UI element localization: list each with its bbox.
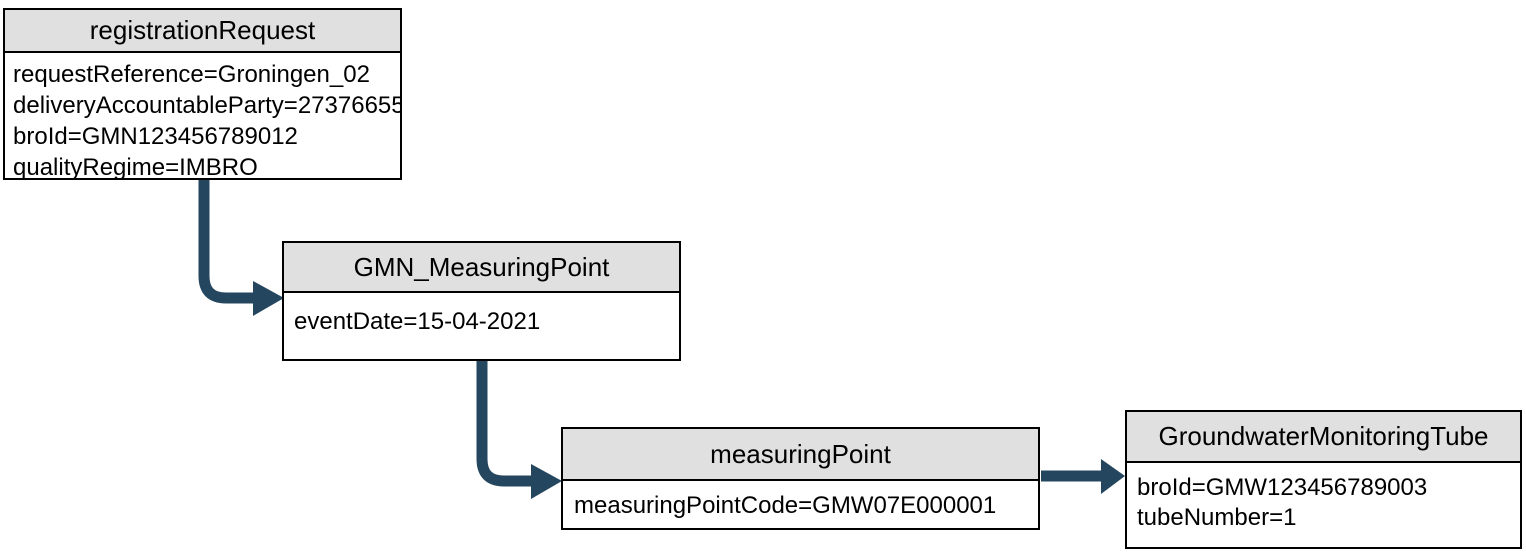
attribute-bro-id: broId=GMN123456789012	[13, 123, 298, 150]
edge-registration-to-gmn-arrowhead-icon	[253, 281, 284, 316]
node-groundwater-monitoring-tube-attributes: broId=GMW123456789003 tubeNumber=1	[1127, 463, 1520, 533]
attribute-measuring-point-code: measuringPointCode=GMW07E000001	[574, 492, 997, 519]
node-gmn-measuring-point: GMN_MeasuringPoint eventDate=15-04-2021	[282, 241, 681, 361]
attribute-tube-number: tubeNumber=1	[1137, 504, 1297, 531]
node-registration-request-attributes: requestReference=Groningen_02 deliveryAc…	[5, 53, 400, 183]
edge-measuringpoint-to-tube	[1041, 459, 1125, 494]
node-measuring-point-title: measuringPoint	[563, 429, 1038, 481]
edge-gmn-to-measuringpoint-line	[476, 361, 532, 487]
edge-registration-to-gmn-line	[198, 180, 254, 304]
attribute-event-date: eventDate=15-04-2021	[294, 308, 541, 335]
edge-measuringpoint-to-tube-arrowhead-icon	[1101, 459, 1125, 494]
edge-registration-to-gmn	[198, 180, 284, 316]
node-groundwater-monitoring-tube-title: GroundwaterMonitoringTube	[1127, 412, 1520, 463]
edge-gmn-to-measuringpoint-arrowhead-icon	[531, 464, 562, 499]
attribute-quality-regime: qualityRegime=IMBRO	[13, 154, 258, 181]
node-measuring-point: measuringPoint measuringPointCode=GMW07E…	[561, 427, 1040, 530]
attribute-request-reference: requestReference=Groningen_02	[13, 61, 370, 88]
node-measuring-point-attributes: measuringPointCode=GMW07E000001	[563, 481, 1038, 521]
node-gmn-measuring-point-attributes: eventDate=15-04-2021	[284, 293, 679, 337]
node-registration-request-title: registrationRequest	[5, 10, 400, 53]
attribute-delivery-accountable-party: deliveryAccountableParty=27376655	[13, 92, 400, 119]
node-gmn-measuring-point-title: GMN_MeasuringPoint	[284, 243, 679, 293]
node-registration-request: registrationRequest requestReference=Gro…	[3, 8, 402, 183]
node-groundwater-monitoring-tube: GroundwaterMonitoringTube broId=GMW12345…	[1125, 410, 1522, 549]
attribute-tube-bro-id: broId=GMW123456789003	[1137, 474, 1428, 501]
edge-gmn-to-measuringpoint	[476, 361, 562, 499]
